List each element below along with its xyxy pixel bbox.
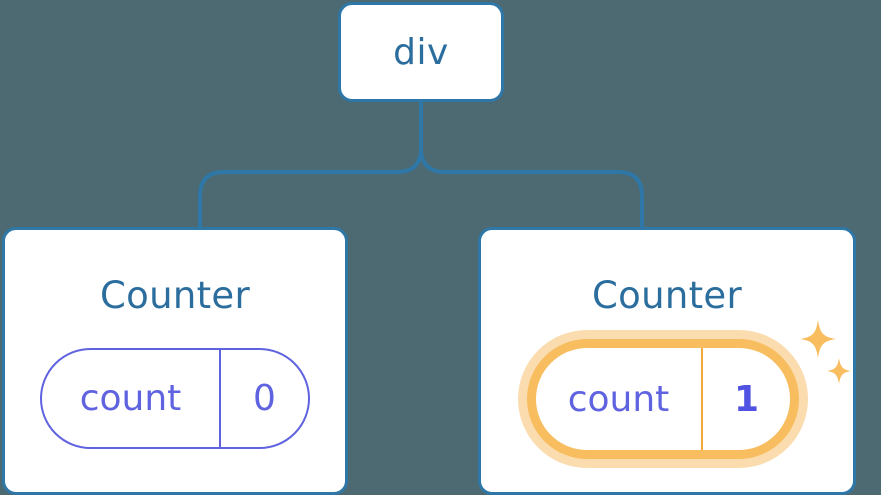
state-pill-right-inner: count 1 <box>536 348 790 450</box>
state-pill-left[interactable]: count 0 <box>40 348 310 449</box>
node-counter-right-title: Counter <box>592 274 742 317</box>
state-pill-right-value: 1 <box>733 378 760 420</box>
node-counter-left-title: Counter <box>100 274 250 317</box>
node-div[interactable]: div <box>338 2 504 102</box>
node-div-label: div <box>393 31 449 73</box>
state-pill-left-value: 0 <box>253 378 276 419</box>
state-pill-left-key: count <box>42 350 221 447</box>
connector-left-branch <box>198 100 423 230</box>
state-pill-right-key: count <box>536 348 703 450</box>
connector-right-branch <box>419 100 644 230</box>
state-pill-right[interactable]: count 1 <box>518 330 808 468</box>
